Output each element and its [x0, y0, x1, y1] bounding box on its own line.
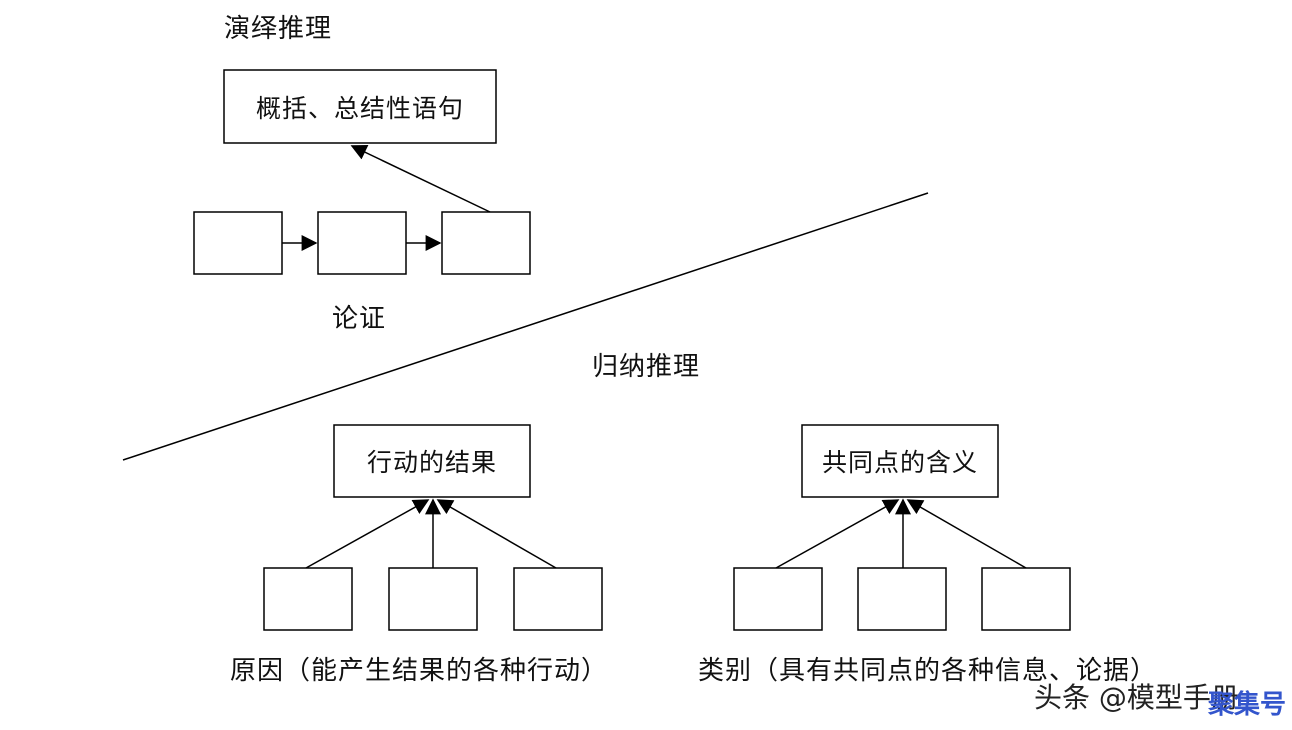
argument-box-3 [441, 211, 531, 275]
arrow-argument-to-summary [350, 144, 491, 213]
watermark-brand: 聚集号 [1208, 690, 1287, 720]
category-box-1 [733, 567, 823, 631]
argument-box-1 [193, 211, 283, 275]
cause-box-2 [388, 567, 478, 631]
summary-box-text: 概括、总结性语句 [255, 93, 464, 123]
category-box-3 [981, 567, 1071, 631]
section-divider [122, 192, 929, 461]
arrow-cause-1-to-result [305, 499, 430, 569]
argument-box-2 [317, 211, 407, 275]
arrow-cause-3-to-result [436, 499, 557, 569]
meaning-box-text: 共同点的含义 [821, 448, 978, 477]
induction-title: 归纳推理 [592, 352, 701, 382]
arrow-category-1-to-meaning [775, 499, 900, 569]
result-box [333, 424, 531, 498]
category-box-2 [857, 567, 947, 631]
cause-box-3 [513, 567, 603, 631]
arrow-category-3-to-meaning [906, 499, 1027, 569]
category-caption: 类别（具有共同点的各种信息、论据） [698, 656, 1158, 686]
meaning-box [801, 424, 999, 498]
cause-caption: 原因（能产生结果的各种行动） [230, 656, 609, 686]
summary-box [223, 69, 497, 144]
cause-box-1 [263, 567, 353, 631]
watermark-text: 头条 @模型手册 [1034, 681, 1239, 714]
result-box-text: 行动的结果 [366, 448, 497, 477]
deduction-title: 演绎推理 [224, 14, 333, 44]
argument-label: 论证 [332, 304, 387, 334]
